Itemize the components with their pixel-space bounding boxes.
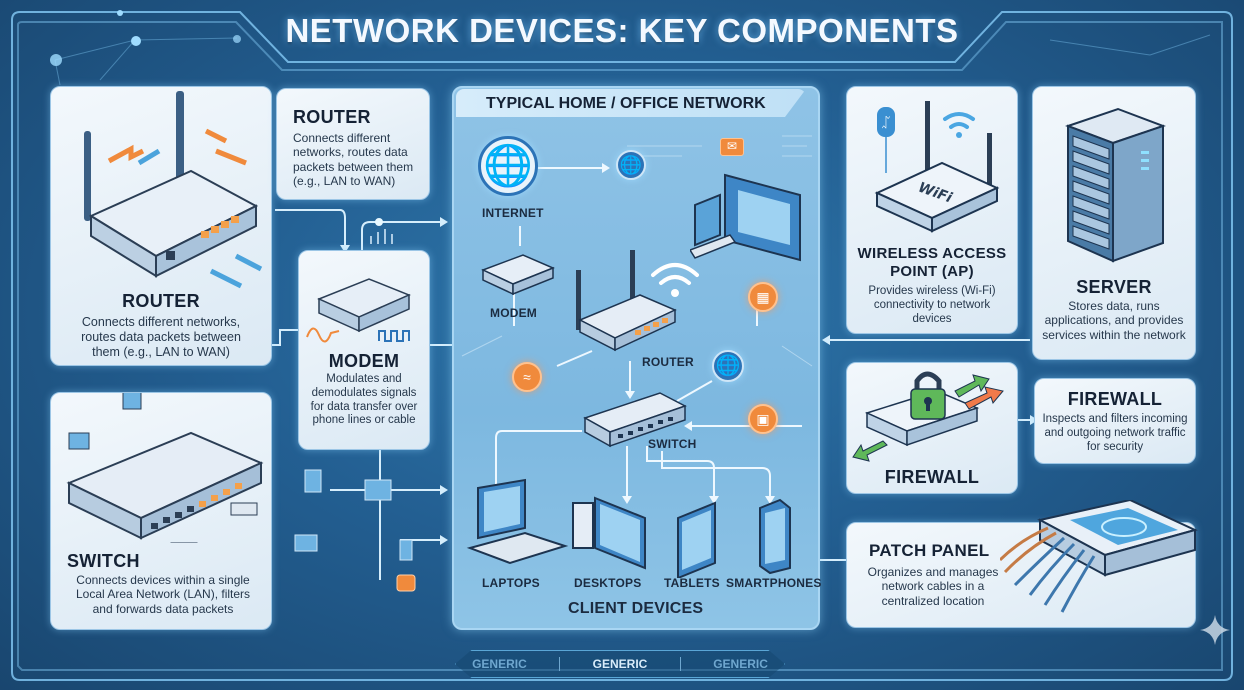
- server-card: SERVER Stores data, runs applications, a…: [1032, 86, 1196, 360]
- laptop-icon: [466, 478, 569, 565]
- access-point-illustration: ᛢ WiFi: [874, 101, 1000, 233]
- network-diagram-heading: TYPICAL HOME / OFFICE NETWORK: [486, 95, 766, 112]
- peripheral-devices-cluster: [294, 469, 416, 592]
- firewall-card: FIREWALL Inspects and filters incoming a…: [1034, 378, 1196, 464]
- network-connections: [461, 135, 813, 504]
- router-node-icon: [576, 250, 677, 352]
- internet-label: INTERNET: [482, 206, 544, 220]
- client-label-tablets: TABLETS: [664, 576, 720, 590]
- server-card-title: SERVER: [1076, 277, 1152, 297]
- firewall-image-label: FIREWALL: [884, 467, 980, 487]
- footer-divider: [558, 657, 561, 671]
- firewall-card-title: FIREWALL: [1067, 389, 1163, 409]
- ap-card-desc: Provides wireless (Wi-Fi) connectivity t…: [868, 285, 996, 325]
- sparkle-icon: [1200, 615, 1230, 645]
- wireless-ap-card: ᛢ WiFi WIRELESS ACCESS POINT (AP) Provid…: [846, 86, 1018, 334]
- switch-card: SWITCH Connects devices within a single …: [50, 392, 272, 630]
- email-icon: ✉: [720, 138, 744, 156]
- network-globe-icon: 🌐: [712, 350, 744, 382]
- footer-tab-3[interactable]: GENERIC: [713, 657, 768, 671]
- firewall-image-card: FIREWALL: [846, 362, 1018, 494]
- client-devices-heading: CLIENT DEVICES: [568, 600, 704, 617]
- modem-card-desc: Modulates and demodulates signals for da…: [310, 373, 418, 427]
- modem-card: MODEM Modulates and demodulates signals …: [298, 250, 430, 450]
- firewall-card-desc: Inspects and filters incoming and outgoi…: [1042, 413, 1188, 453]
- switch-node-icon: [583, 392, 687, 448]
- page-title: NETWORK DEVICES: KEY COMPONENTS: [285, 12, 959, 49]
- patch-panel-title: PATCH PANEL: [869, 541, 990, 560]
- device-sync-icon: ▦: [748, 282, 778, 312]
- modem-node-label: MODEM: [490, 306, 537, 320]
- router-card-desc: Connects different networks, routes data…: [81, 315, 241, 359]
- footer-tab-1[interactable]: GENERIC: [472, 657, 527, 671]
- client-label-desktops: DESKTOPS: [574, 576, 642, 590]
- router-node-label: ROUTER: [642, 355, 694, 369]
- modem-card-title: MODEM: [328, 351, 400, 371]
- router-image-card: ROUTER Connects different networks, rout…: [50, 86, 272, 366]
- firewall-illustration: [852, 371, 1004, 462]
- footer-tab-2[interactable]: GENERIC: [592, 657, 648, 671]
- modem-node-icon: [481, 254, 555, 296]
- svg-text:ᛢ: ᛢ: [882, 115, 891, 131]
- chat-device-icon: ▣: [748, 404, 778, 434]
- wireless-hotspot-icon: ≈: [512, 362, 542, 392]
- modem-illustration: [306, 278, 411, 343]
- router-card-title: ROUTER: [122, 291, 200, 311]
- web-globe-icon: 🌐: [616, 150, 646, 180]
- footer-tab-bar: GENERIC GENERIC GENERIC: [455, 650, 785, 678]
- wifi-signal-icon: [651, 263, 699, 297]
- client-label-smartphones: SMARTPHONES: [726, 576, 822, 590]
- router-callout-card: ROUTER Connects different networks, rout…: [276, 88, 430, 200]
- internet-globe-icon: 🌐: [478, 136, 538, 196]
- footer-divider: [679, 657, 682, 671]
- switch-illustration: [66, 393, 264, 543]
- switch-card-title: SWITCH: [67, 551, 140, 571]
- desktop-icon: [572, 496, 646, 570]
- client-devices-illustration: [466, 478, 791, 578]
- patch-panel-illustration: [1000, 500, 1198, 613]
- smartphone-icon: [759, 498, 791, 575]
- switch-card-desc: Connects devices within a single Local A…: [75, 573, 251, 616]
- server-card-desc: Stores data, runs applications, and prov…: [1042, 299, 1186, 342]
- server-rack-illustration: [1065, 107, 1166, 263]
- ap-card-title: WIRELESS ACCESS POINT (AP): [857, 245, 1007, 280]
- computer-illustration: [690, 173, 801, 262]
- router-callout-title: ROUTER: [293, 107, 371, 127]
- network-diagram-header: TYPICAL HOME / OFFICE NETWORK: [456, 89, 806, 117]
- tablet-icon: [677, 501, 716, 578]
- router-illustration: [84, 91, 263, 289]
- router-callout-desc: Connects different networks, routes data…: [293, 131, 414, 189]
- client-label-laptops: LAPTOPS: [482, 576, 540, 590]
- switch-node-label: SWITCH: [648, 437, 697, 451]
- patch-panel-desc: Organizes and manages network cables in …: [867, 565, 999, 608]
